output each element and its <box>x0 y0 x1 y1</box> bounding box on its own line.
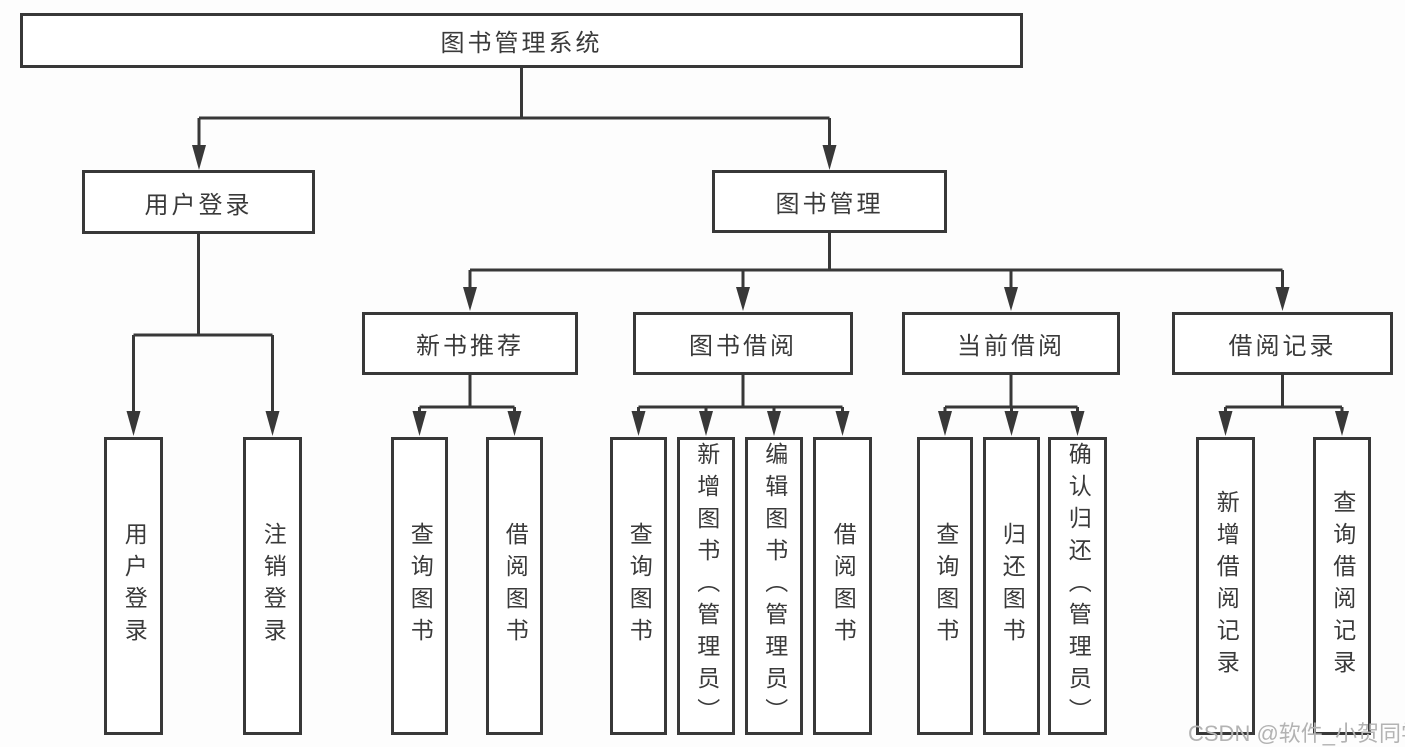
leaf-query-books-current: 查询图书 <box>917 437 973 735</box>
node-label: 用户登录 <box>121 522 148 650</box>
node-label: 图书管理系统 <box>440 30 603 57</box>
arrowhead <box>938 411 952 436</box>
edge-borrow-record-to-leaves <box>1224 375 1344 413</box>
leaf-query-books-recommendation: 查询图书 <box>391 437 448 735</box>
node-label: 用户登录 <box>144 191 253 219</box>
edge-root-to-level2 <box>197 68 831 147</box>
arrowhead <box>631 411 646 436</box>
node-label: 当前借阅 <box>957 333 1065 360</box>
leaf-add-borrow-record: 新增借阅记录 <box>1196 437 1255 735</box>
node-label: 查询图书 <box>626 522 653 650</box>
leaf-query-borrow-record: 查询借阅记录 <box>1313 437 1371 735</box>
node-borrowing-records: 借阅记录 <box>1172 312 1393 375</box>
node-new-book-recommendation: 新书推荐 <box>362 312 578 375</box>
node-label: 查询图书 <box>932 522 959 650</box>
node-label: 借阅记录 <box>1228 333 1337 360</box>
node-label: 图书借阅 <box>689 333 797 360</box>
leaf-confirm-return-admin: 确认归还（管理员） <box>1048 437 1107 735</box>
edge-book-borrow-to-leaves <box>637 375 844 413</box>
edge-book-mgmt-to-level3 <box>468 233 1284 289</box>
arrowhead <box>265 411 280 436</box>
node-book-management: 图书管理 <box>712 170 947 233</box>
arrowhead <box>1218 411 1233 436</box>
node-label: 查询图书 <box>407 522 434 650</box>
leaf-edit-book-admin: 编辑图书（管理员） <box>745 437 803 735</box>
arrowhead <box>1275 287 1290 311</box>
leaf-borrow-books-recommendation: 借阅图书 <box>486 437 543 735</box>
arrowhead <box>835 411 850 436</box>
node-label: 归还图书 <box>999 522 1026 650</box>
arrowhead <box>822 145 837 170</box>
arrowhead <box>1004 287 1018 311</box>
node-user-login: 用户登录 <box>82 170 315 234</box>
node-label: 确认归还（管理员） <box>1065 442 1092 730</box>
arrowhead <box>1335 411 1349 436</box>
node-label: 新书推荐 <box>416 333 524 360</box>
leaf-query-books-borrowing: 查询图书 <box>610 437 667 735</box>
edge-current-borrow-to-leaves <box>943 375 1079 413</box>
edge-new-book-rec-to-leaves <box>418 375 516 413</box>
leaf-logout: 注销登录 <box>243 437 302 735</box>
leaf-return-book: 归还图书 <box>983 437 1040 735</box>
node-label: 新增借阅记录 <box>1213 490 1240 682</box>
node-label: 借阅图书 <box>502 522 529 650</box>
leaf-add-book-admin: 新增图书（管理员） <box>677 437 735 735</box>
arrowhead <box>699 411 713 436</box>
node-label: 查询借阅记录 <box>1329 490 1356 682</box>
edge-user-login-to-leaves <box>132 234 274 413</box>
csdn-watermark: CSDN @软件_小贺同学 <box>1188 721 1405 746</box>
arrowhead <box>463 287 477 311</box>
arrowhead <box>192 145 206 170</box>
leaf-borrow-books-borrowing: 借阅图书 <box>813 437 872 735</box>
node-label: 借阅图书 <box>830 522 857 650</box>
node-label: 新增图书（管理员） <box>693 442 720 730</box>
node-label: 编辑图书（管理员） <box>761 442 788 730</box>
node-root-system: 图书管理系统 <box>20 13 1023 68</box>
node-label: 图书管理 <box>775 191 884 218</box>
arrowhead <box>412 411 427 436</box>
arrowhead <box>1070 411 1085 436</box>
node-current-borrowing: 当前借阅 <box>902 312 1120 375</box>
arrowhead <box>736 287 750 311</box>
node-label: 注销登录 <box>260 522 287 650</box>
arrowhead <box>1004 411 1019 436</box>
arrowhead <box>507 411 522 436</box>
arrowhead <box>126 411 141 436</box>
node-book-borrowing: 图书借阅 <box>633 312 853 375</box>
arrowhead <box>767 411 781 436</box>
leaf-user-login: 用户登录 <box>104 437 163 735</box>
